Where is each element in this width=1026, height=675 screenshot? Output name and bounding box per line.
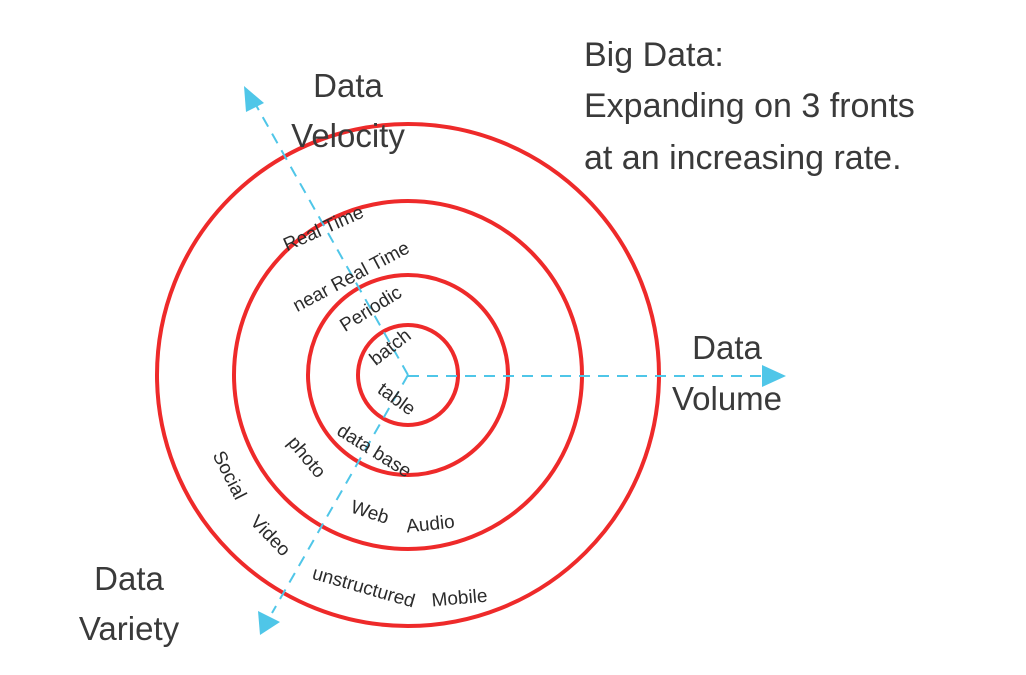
title-line-1: Big Data: [584, 36, 724, 74]
ring4-velocity-label: Real Time [280, 202, 367, 256]
velocity-ring-labels: Real Time near Real Time Periodic batch [280, 202, 415, 370]
velocity-label-line-2: Velocity [291, 117, 405, 154]
title-block: Big Data: Expanding on 3 fronts at an in… [584, 36, 915, 177]
ring1-velocity-label: batch [366, 325, 416, 370]
ring4-variety-label-1: Social [208, 448, 250, 504]
title-line-2: Expanding on 3 fronts [584, 87, 915, 125]
volume-arrow-icon [762, 365, 786, 387]
ring-inner [356, 323, 460, 427]
variety-label-line-1: Data [94, 560, 164, 597]
velocity-axis [251, 97, 409, 376]
ring4-variety-label-3: unstructured [310, 563, 417, 612]
volume-label-line-2: Volume [672, 380, 782, 417]
variety-arrow-icon [258, 611, 280, 635]
axes [244, 86, 786, 635]
velocity-arrow-icon [244, 86, 264, 112]
ring3-variety-label-3: Audio [405, 512, 456, 538]
axis-labels: Data Velocity Data Volume Data Variety [79, 67, 782, 647]
variety-ring-labels: table data base photo Web Audio Social V… [208, 379, 489, 612]
ring3-variety-label-2: Web [348, 497, 391, 529]
volume-label-line-1: Data [692, 329, 762, 366]
variety-label-line-2: Variety [79, 610, 180, 647]
variety-axis [271, 374, 409, 614]
ring4-variety-label-2: Video [246, 512, 295, 561]
ring3-variety-label-1: photo [283, 433, 330, 483]
ring4-variety-label-4: Mobile [431, 586, 489, 612]
title-line-3: at an increasing rate. [584, 139, 902, 177]
velocity-label-line-1: Data [313, 67, 383, 104]
ring1-variety-label: table [373, 379, 419, 420]
